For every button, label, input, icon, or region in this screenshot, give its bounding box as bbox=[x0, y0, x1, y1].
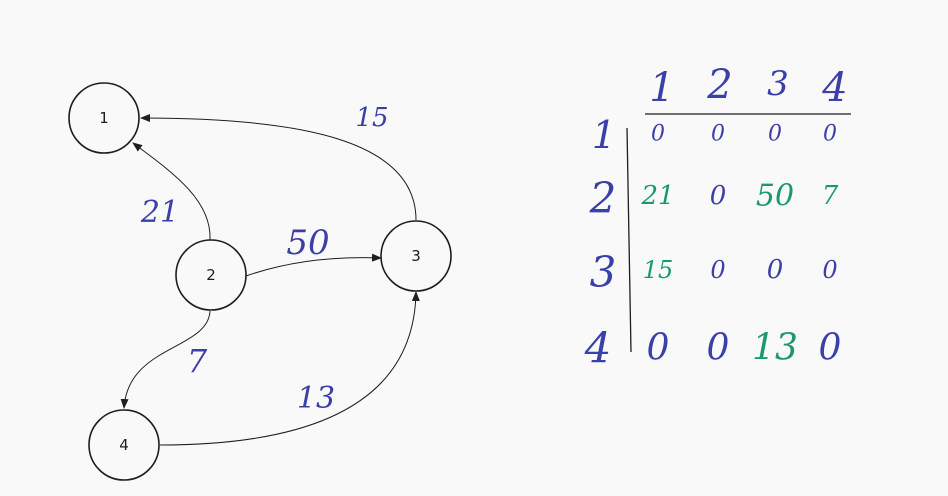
edge-weights: 21 15 50 7 13 bbox=[140, 103, 389, 416]
matrix-column-header: 2 bbox=[706, 62, 732, 108]
matrix-column-header: 1 bbox=[649, 65, 674, 111]
matrix-cell-r2-c2: 0 bbox=[710, 181, 727, 211]
edge-2-to-4 bbox=[120, 310, 211, 409]
matrix-cell-r3-c4: 0 bbox=[822, 256, 837, 284]
graph-nodes: 1 2 3 4 bbox=[68, 82, 452, 481]
matrix-column-headers: 1 2 3 4 bbox=[649, 62, 847, 111]
graph-node-label: 2 bbox=[206, 266, 216, 284]
matrix-column-header: 4 bbox=[821, 65, 847, 111]
graph-edges bbox=[120, 114, 420, 446]
matrix-row-header: 1 bbox=[592, 113, 616, 157]
edge-weight-2-4: 7 bbox=[187, 342, 208, 380]
matrix-row-headers: 1 2 3 4 bbox=[584, 113, 617, 373]
matrix-cell-r4-c1: 0 bbox=[647, 328, 670, 369]
edge-2-to-3 bbox=[245, 253, 382, 277]
matrix-column-header: 3 bbox=[767, 64, 789, 104]
matrix-cell-r1-c3: 0 bbox=[768, 122, 782, 147]
edge-weight-2-1: 21 bbox=[140, 195, 179, 230]
matrix-cell-r2-c3: 50 bbox=[756, 179, 794, 214]
graph-node-label: 3 bbox=[411, 247, 421, 265]
edge-weight-2-3: 50 bbox=[286, 223, 329, 263]
matrix-cell-r1-c4: 0 bbox=[823, 122, 837, 147]
matrix-cell-r2-c1: 21 bbox=[640, 181, 674, 211]
matrix-cell-r3-c2: 0 bbox=[710, 256, 725, 284]
edge-weight-4-3: 13 bbox=[297, 381, 335, 416]
matrix-cell-r1-c2: 0 bbox=[711, 122, 725, 147]
graph-node-1: 1 bbox=[68, 82, 140, 154]
edge-weight-3-1: 15 bbox=[355, 103, 388, 133]
matrix-cell-r3-c1: 15 bbox=[643, 256, 674, 284]
graph-node-3: 3 bbox=[380, 220, 452, 292]
graph-node-label: 1 bbox=[99, 109, 109, 127]
graph-node-4: 4 bbox=[88, 409, 160, 481]
matrix-cell-r2-c4: 7 bbox=[822, 181, 839, 211]
matrix-cell-r3-c3: 0 bbox=[767, 255, 784, 285]
edge-3-to-1 bbox=[140, 114, 417, 221]
matrix-row-header: 2 bbox=[589, 174, 617, 223]
graph-node-label: 4 bbox=[119, 436, 129, 454]
edge-2-to-1 bbox=[132, 142, 211, 241]
matrix-cell-r4-c2: 0 bbox=[707, 328, 730, 369]
matrix-row-header: 4 bbox=[584, 324, 612, 373]
matrix-cell-r4-c4: 0 bbox=[819, 328, 842, 369]
graph-node-2: 2 bbox=[175, 239, 247, 311]
matrix-cell-r1-c1: 0 bbox=[651, 122, 665, 147]
matrix-row-header-rule bbox=[626, 127, 632, 353]
matrix-cell-r4-c3: 13 bbox=[752, 328, 798, 369]
matrix-row-header: 3 bbox=[590, 248, 617, 297]
edge-4-to-3 bbox=[159, 291, 420, 446]
